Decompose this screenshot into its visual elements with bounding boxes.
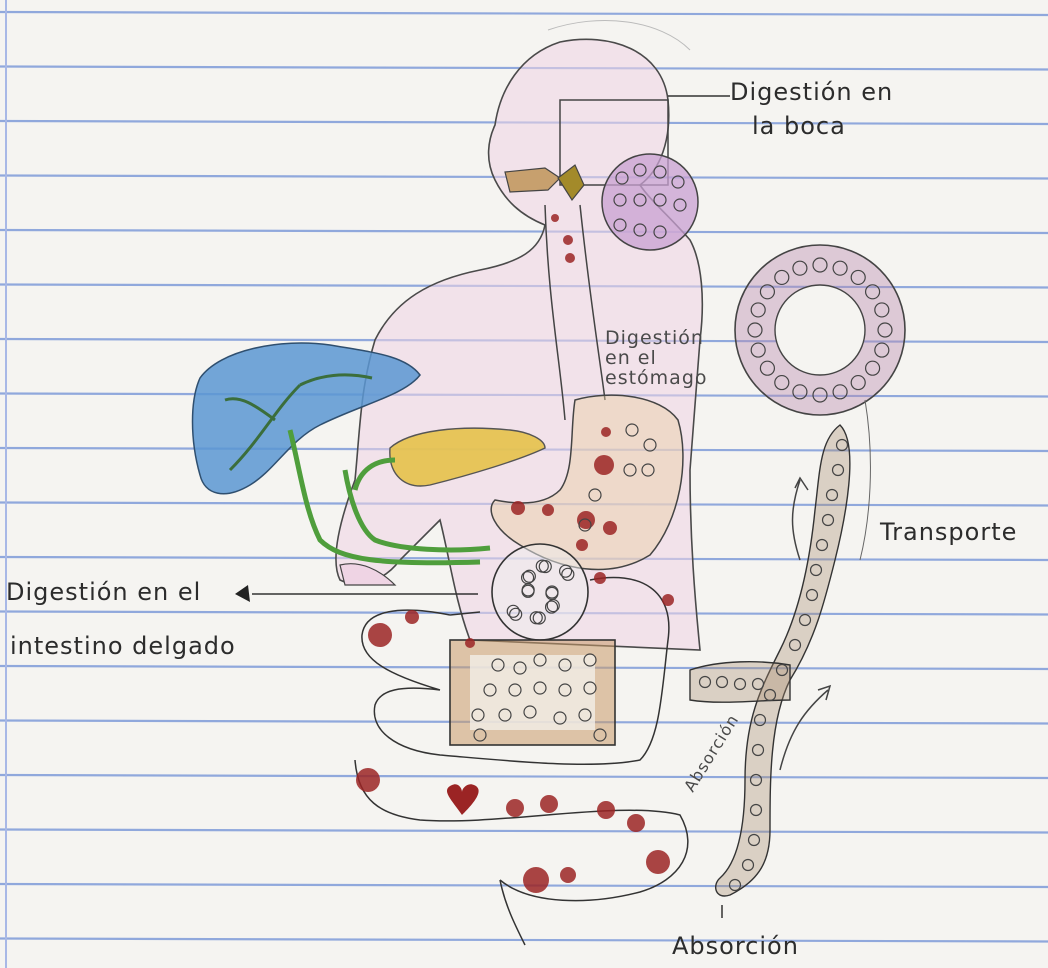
food-particle	[601, 427, 611, 437]
food-particle	[603, 521, 617, 535]
food-particle	[368, 623, 392, 647]
food-particle	[576, 539, 588, 551]
food-particle	[523, 867, 549, 893]
small-intestine-circle	[492, 544, 588, 640]
absorption-bottom-label: Absorción	[672, 932, 799, 960]
ruled-line	[0, 939, 1048, 942]
food-particle	[506, 799, 524, 817]
food-particle	[646, 850, 670, 874]
transport-side-line	[860, 400, 870, 560]
blood-vessel	[716, 425, 850, 896]
food-particle	[560, 867, 576, 883]
transport-label: Transporte	[880, 518, 1017, 546]
food-particle	[627, 814, 645, 832]
intestine-label-line1: Digestión en el	[6, 578, 201, 606]
food-particle	[356, 768, 380, 792]
heart-particle	[447, 784, 479, 815]
ruled-line	[0, 775, 1048, 778]
ruled-line	[0, 830, 1048, 833]
intestine-label-line2: intestino delgado	[10, 632, 236, 660]
food-particle	[511, 501, 525, 515]
mouth-label-line1: Digestión en	[730, 78, 893, 106]
transport-arrow	[793, 478, 809, 560]
food-particle	[662, 594, 674, 606]
mouth-food-circle	[602, 154, 698, 250]
food-particle	[597, 801, 615, 819]
food-particle	[551, 214, 559, 222]
ruled-line	[0, 12, 1048, 15]
intestine-leader-arrow	[235, 585, 250, 602]
large-intestine-inner	[470, 655, 595, 730]
food-particle	[405, 610, 419, 624]
food-particle	[465, 638, 475, 648]
rectum	[500, 880, 525, 945]
food-particle	[594, 455, 614, 475]
stomach-label: Digestión en el estómago	[605, 328, 715, 388]
food-particle	[542, 504, 554, 516]
food-particle	[563, 235, 573, 245]
food-particle	[594, 572, 606, 584]
ruled-line	[0, 230, 1048, 233]
food-particle	[540, 795, 558, 813]
food-particle	[565, 253, 575, 263]
villus-inner	[775, 285, 865, 375]
mouth-label-line2: la boca	[752, 112, 846, 140]
